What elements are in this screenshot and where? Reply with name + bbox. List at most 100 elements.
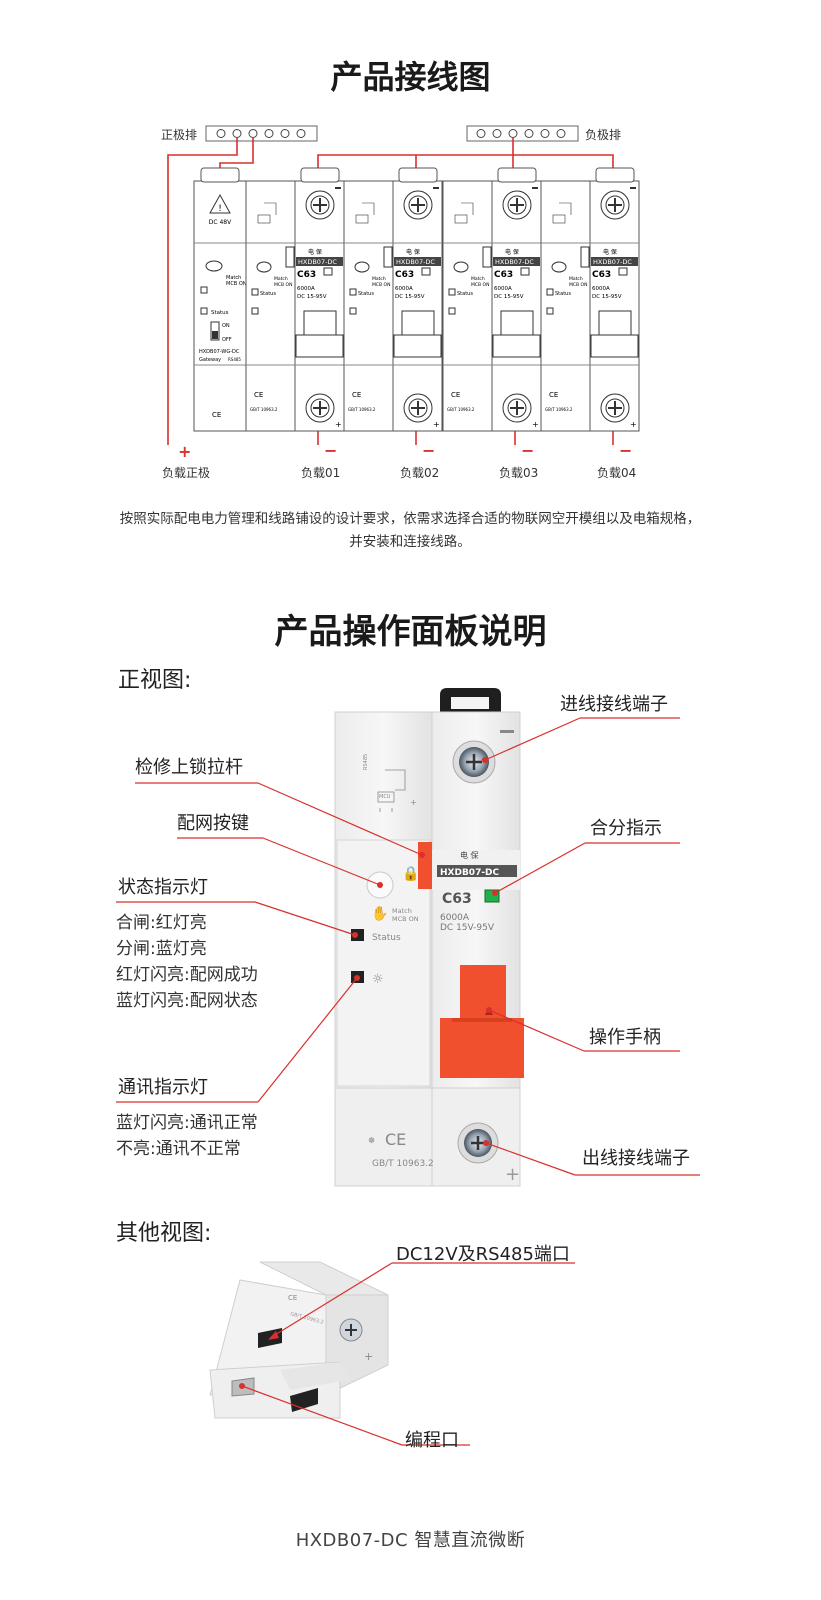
breaker-voltage: DC 15-95V [297,294,327,300]
pair-button [256,261,272,273]
circuit-sketch [454,214,468,224]
status-note: 分闸:蓝灯亮 [116,939,207,959]
svg-text:+: + [364,1350,373,1363]
svg-text:☼: ☼ [372,972,384,987]
port-label: DC12V及RS485端口 [396,1244,570,1265]
breaker-mcb-on: MCB ON [471,282,489,288]
plus-mark: + [630,420,637,429]
comm-led [251,307,259,315]
breaker-ce: CE [549,391,558,399]
status-led [546,288,554,296]
front-view-label: 正视图: [118,668,192,693]
status-led [349,288,357,296]
svg-text:CE: CE [212,411,221,419]
load-negative-sign: − [521,441,534,460]
breaker-ce: CE [352,391,361,399]
breaker-clip [300,167,340,183]
breaker-voltage: DC 15-95V [592,294,622,300]
breaker-clip [398,167,438,183]
svg-text:Status: Status [211,310,229,316]
circuit-sketch [362,202,375,215]
positive-busbar [205,125,318,142]
breaker-ce: CE [451,391,460,399]
breaker-standard: GB/T 10963.2 [545,407,573,412]
comm-note: 不亮:通讯不正常 [116,1139,241,1159]
breaker-capacity: 6000A [592,286,610,292]
breaker-model: HXDB07-DC [396,258,435,266]
breaker-capacity: 6000A [494,286,512,292]
bus-wires [167,137,614,445]
load-positive-sign: + [178,442,191,461]
status-note: 红灯闪亮:配网成功 [116,965,258,985]
svg-text:电 保: 电 保 [460,850,479,860]
circuit-sketch [355,214,369,224]
breaker-capacity: 6000A [395,286,413,292]
breaker-right-body [392,180,443,432]
on-off-indicator [618,267,628,276]
svg-text:HXDB07-DC: HXDB07-DC [440,868,500,878]
positive-bus-label: 正极排 [161,128,198,142]
svg-text:MCB ON: MCB ON [392,915,419,923]
gateway-module: ! DC 48V Match MCB ON Status ON OFF HXDB… [193,167,247,432]
load-label: 负载03 [499,466,539,480]
svg-text:Match: Match [392,907,412,915]
breaker-brand: 电 保 [505,248,519,256]
comm-note: 蓝灯闪亮:通讯正常 [116,1113,258,1133]
product-caption: HXDB07-DC 智慧直流微断 [295,1530,526,1551]
negative-bus-label: 负极排 [585,128,622,142]
breaker-handle-base [393,334,442,358]
plus-mark: + [433,420,440,429]
breaker-model: HXDB07-DC [298,258,337,266]
model-strip [591,257,638,266]
load-negative-sign: − [422,441,435,460]
gateway-warning-text: DC 48V [209,219,232,226]
breaker-handle [401,310,435,336]
svg-text:RS485: RS485 [363,754,369,770]
svg-text:MCB ON: MCB ON [226,281,247,287]
comm-led [349,307,357,315]
wiring-diagram: ! DC 48V Match MCB ON Status ON OFF HXDB… [0,115,821,495]
svg-text:MCU: MCU [379,794,391,800]
breaker-handle [598,310,632,336]
status-led [251,288,259,296]
breaker-mcb-on: MCB ON [372,282,390,288]
breaker-voltage: DC 15-95V [494,294,524,300]
wiring-description: 按照实际配电电力管理和线路铺设的设计要求，依需求选择合适的物联网空开模组以及电箱… [60,508,760,554]
load-negative-sign: − [324,441,337,460]
lock-lever [383,246,393,268]
breaker-clip [595,167,635,183]
on-off-indicator [421,267,431,276]
status-light-label: 状态指示灯 [118,877,208,898]
comm-notes: 蓝灯闪亮:通讯正常 不亮:通讯不正常 [116,1110,258,1162]
circuit-sketch [257,214,271,224]
load-label: 负载01 [301,466,341,480]
pair-button-label: 配网按键 [177,813,249,834]
load-negative-sign: − [619,441,632,460]
model-strip [493,257,540,266]
load-label: 负载04 [597,466,637,480]
breaker-rating: C63 [494,270,513,280]
svg-text:☸: ☸ [368,1136,375,1145]
svg-text:RS485: RS485 [228,357,241,362]
breaker-handle-base [590,334,639,358]
outlet-terminal-label: 出线接线端子 [582,1148,690,1169]
svg-text:DC 15V-95V: DC 15V-95V [440,923,495,933]
svg-text:ON: ON [222,323,230,329]
load-positive-label: 负载正极 [162,466,211,480]
breaker-rating: C63 [395,270,414,280]
svg-text:🔒: 🔒 [402,866,419,882]
breaker-match: Match [372,276,386,282]
breaker-handle [303,310,337,336]
status-note: 蓝灯闪亮:配网状态 [116,991,258,1011]
svg-text:+: + [505,1164,520,1185]
other-view-illustration: + CE GB/T 10963.2 [209,1261,575,1446]
svg-text:+: + [410,798,417,807]
pair-button [354,261,370,273]
wiring-title: 产品接线图 [330,58,491,96]
breaker-ce: CE [254,391,263,399]
breaker-status: Status [260,291,276,297]
svg-text:!: ! [218,204,222,214]
